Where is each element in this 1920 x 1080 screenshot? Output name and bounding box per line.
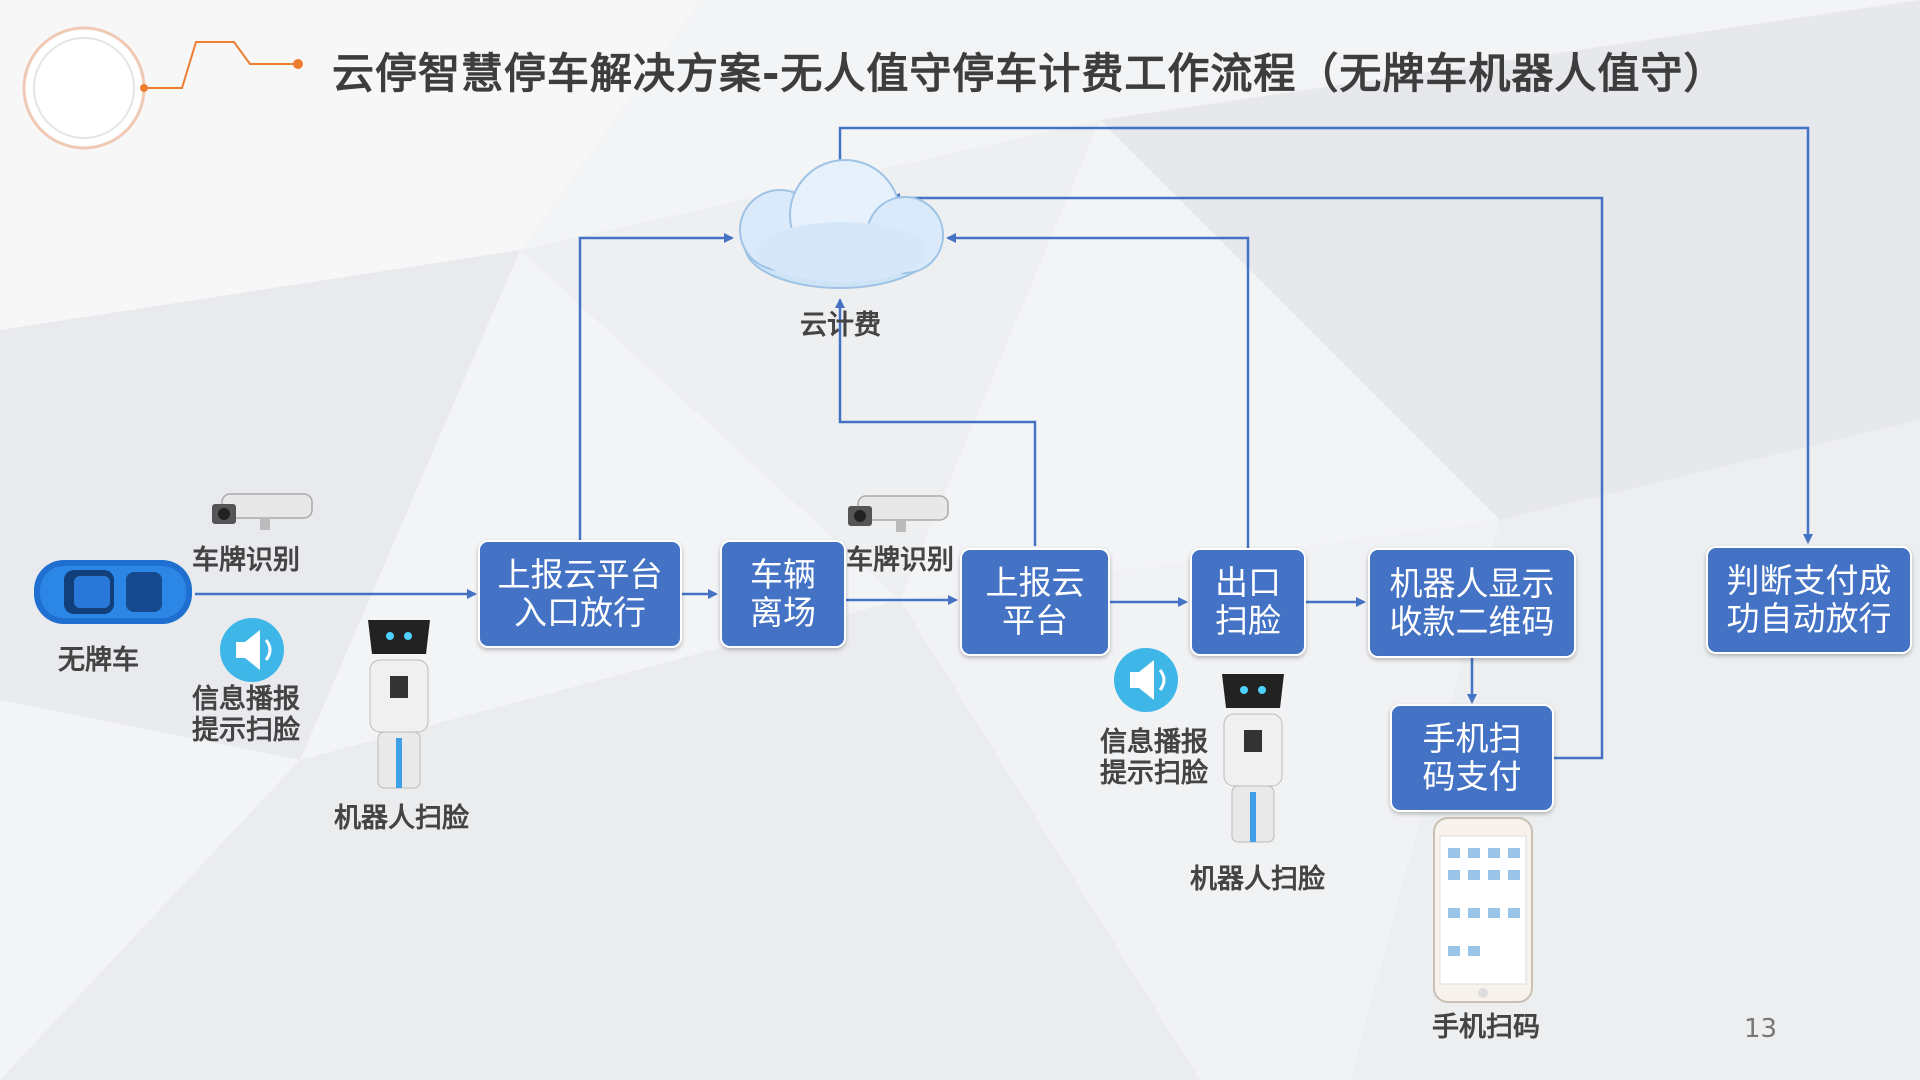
arrow-phone-to-cloud bbox=[890, 193, 1604, 760]
arrow-cloud-to-judge bbox=[838, 126, 1813, 544]
page-title: 云停智慧停车解决方案-无人值守停车计费工作流程（无牌车机器人值守） bbox=[332, 49, 1727, 98]
arrow-entry-to-cloud bbox=[578, 233, 734, 540]
node-phone-pay: 手机扫 码支付 bbox=[1390, 704, 1554, 812]
label-plate-recognition-1: 车牌识别 bbox=[192, 545, 300, 576]
label-broadcast-2: 信息播报 提示扫脸 bbox=[1100, 727, 1208, 789]
title-accent-line bbox=[144, 41, 296, 89]
node-robot-qr: 机器人显示 收款二维码 bbox=[1368, 548, 1576, 658]
cloud-icon bbox=[739, 159, 944, 289]
phone-icon bbox=[1433, 817, 1533, 1003]
car-icon bbox=[34, 560, 192, 624]
page-number: 13 bbox=[1744, 1014, 1778, 1044]
node-vehicle-leave: 车辆 离场 bbox=[720, 540, 846, 648]
node-judge-pay: 判断支付成 功自动放行 bbox=[1706, 546, 1912, 654]
label-phone-scan: 手机扫码 bbox=[1432, 1012, 1540, 1043]
camera-icon bbox=[848, 495, 949, 532]
label-plate-recognition-2: 车牌识别 bbox=[846, 545, 954, 576]
label-unlicensed-car: 无牌车 bbox=[58, 645, 139, 676]
node-report-platform: 上报云 平台 bbox=[960, 548, 1110, 656]
label-broadcast-1: 信息播报 提示扫脸 bbox=[192, 684, 300, 746]
camera-icon bbox=[212, 493, 313, 530]
node-exit-scan: 出口 扫脸 bbox=[1190, 548, 1306, 656]
speaker-icon bbox=[220, 618, 284, 682]
robot-icon bbox=[1222, 674, 1284, 843]
arrow-exit-to-cloud bbox=[946, 233, 1250, 548]
arrow-report-to-cloud bbox=[835, 298, 1037, 546]
label-robot-scan-2: 机器人扫脸 bbox=[1190, 864, 1325, 895]
speaker-icon bbox=[1114, 648, 1178, 712]
label-cloud-billing: 云计费 bbox=[800, 310, 881, 341]
label-robot-scan-1: 机器人扫脸 bbox=[334, 803, 469, 834]
robot-icon bbox=[368, 620, 430, 789]
logo-ring-icon bbox=[22, 26, 148, 150]
node-report-entry: 上报云平台 入口放行 bbox=[478, 540, 682, 648]
